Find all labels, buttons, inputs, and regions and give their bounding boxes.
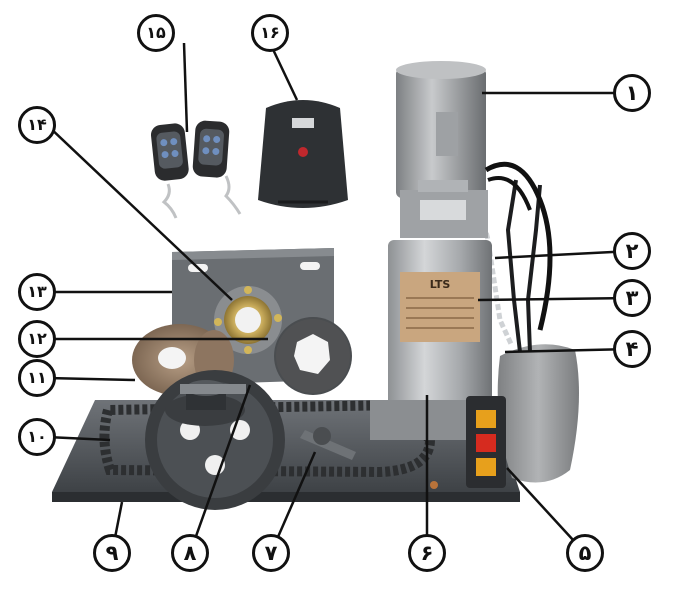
bearing: [214, 286, 282, 354]
callout-13: ۱۳: [18, 273, 56, 311]
drive-chain: [99, 399, 436, 478]
callout-3: ۳: [613, 279, 651, 317]
remote-controls: [150, 120, 242, 219]
callout-6: ۶: [408, 534, 446, 572]
callout-1: ۱: [613, 74, 651, 112]
receiver-unit: [258, 100, 348, 208]
callout-7: ۷: [252, 534, 290, 572]
motor-clutch: [400, 180, 488, 238]
limit-arm: [300, 427, 356, 460]
callout-5: ۵: [566, 534, 604, 572]
brake-disc: [274, 317, 352, 395]
callout-15: ۱۵: [137, 14, 175, 52]
callout-2: ۲: [613, 232, 651, 270]
nameplate: LTS: [400, 272, 480, 342]
chain-bag: [497, 179, 579, 483]
callout-12: ۱۲: [18, 320, 56, 358]
motor-cover: [396, 61, 486, 198]
motor-cables: [484, 161, 553, 331]
callout-14: ۱۴: [18, 106, 56, 144]
callout-8: ۸: [171, 534, 209, 572]
callout-10: ۱۰: [18, 418, 56, 456]
callout-11: ۱۱: [18, 359, 56, 397]
callout-4: ۴: [613, 330, 651, 368]
nameplate-brand: LTS: [430, 278, 451, 291]
sprocket-hub: [165, 380, 246, 426]
control-switch-box: [466, 396, 506, 488]
callout-9: ۹: [93, 534, 131, 572]
callout-16: ۱۶: [251, 14, 289, 52]
